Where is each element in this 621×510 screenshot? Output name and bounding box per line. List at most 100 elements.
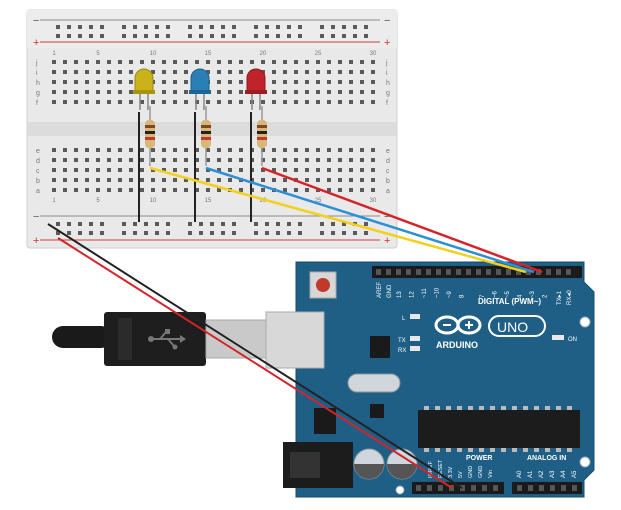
column-number: 5: [96, 198, 100, 204]
rail-hole: [232, 25, 236, 29]
led-yellow[interactable]: [133, 68, 155, 110]
resistor-2[interactable]: [201, 106, 211, 166]
terminal-hole: [239, 70, 243, 74]
terminal-hole: [261, 168, 265, 172]
rail-hole: [56, 25, 60, 29]
row-letter: j: [385, 60, 388, 67]
wire-red-power[interactable]: [57, 237, 453, 489]
terminal-hole: [195, 158, 199, 162]
rail-hole: [122, 222, 126, 226]
column-number: 10: [150, 51, 157, 57]
terminal-hole: [151, 60, 155, 64]
rail-hole: [89, 34, 93, 38]
rail-hole: [188, 34, 192, 38]
terminal-hole: [217, 148, 221, 152]
terminal-hole: [129, 148, 133, 152]
rail-hole: [287, 25, 291, 29]
terminal-hole: [371, 100, 375, 104]
wire-yellow[interactable]: [149, 166, 527, 274]
terminal-hole: [316, 168, 320, 172]
terminal-hole: [118, 80, 122, 84]
wire-black-ground[interactable]: [47, 223, 463, 489]
gnd-label: GND: [387, 284, 393, 298]
digital-pin-label: 12: [410, 291, 416, 298]
terminal-hole: [305, 158, 309, 162]
terminal-hole: [118, 100, 122, 104]
terminal-hole: [239, 80, 243, 84]
terminal-hole: [228, 70, 232, 74]
terminal-hole: [140, 158, 144, 162]
bottom-rail-minus-label: −: [33, 211, 39, 223]
terminal-hole: [107, 188, 111, 192]
rail-hole: [155, 25, 159, 29]
terminal-hole: [151, 100, 155, 104]
rail-hole: [265, 231, 269, 235]
column-number: 1: [52, 198, 56, 204]
terminal-hole: [327, 188, 331, 192]
bottom-rail-plus-label-right: +: [384, 235, 390, 247]
terminal-hole: [63, 80, 67, 84]
rx-led: [410, 346, 420, 351]
terminal-hole: [261, 158, 265, 162]
terminal-hole: [305, 80, 309, 84]
analog-pin-label: A0: [517, 470, 523, 478]
analog-pin-label: A1: [528, 470, 534, 478]
wire-red-signal[interactable]: [261, 166, 543, 274]
header-hole: [539, 485, 544, 491]
column-number: 30: [370, 51, 377, 57]
terminal-hole: [305, 148, 309, 152]
terminal-hole: [228, 100, 232, 104]
terminal-hole: [250, 60, 254, 64]
rail-hole: [67, 34, 71, 38]
terminal-hole: [52, 60, 56, 64]
digital-pin-label: 13: [397, 291, 403, 298]
row-letter: i: [386, 70, 388, 77]
terminal-hole: [239, 158, 243, 162]
atmega-microcontroller: [418, 406, 580, 452]
terminal-hole: [283, 60, 287, 64]
header-hole: [486, 269, 491, 275]
rail-hole: [199, 222, 203, 226]
terminal-hole: [173, 70, 177, 74]
header-hole: [493, 485, 498, 491]
wire-blue[interactable]: [205, 166, 535, 274]
rail-hole: [155, 222, 159, 226]
usb-cable[interactable]: [52, 312, 269, 366]
resistor-1[interactable]: [145, 106, 155, 166]
rail-hole: [67, 231, 71, 235]
reset-button[interactable]: [309, 271, 337, 299]
terminal-hole: [118, 148, 122, 152]
digital-pin-label: ~9: [447, 290, 453, 298]
resistor-3[interactable]: [257, 106, 267, 166]
tx1-pin-label: TX▸1: [557, 290, 563, 305]
terminal-hole: [349, 158, 353, 162]
terminal-hole: [327, 178, 331, 182]
jumper-wires-gnd[interactable]: [138, 112, 252, 222]
terminal-hole: [173, 80, 177, 84]
power-pin-label: Vin: [488, 470, 494, 478]
terminal-hole: [129, 90, 133, 94]
led-red[interactable]: [245, 68, 267, 110]
terminal-hole: [107, 80, 111, 84]
terminal-hole: [294, 100, 298, 104]
power-header[interactable]: [412, 482, 504, 494]
rail-minus-label-right: −: [384, 15, 390, 27]
terminal-hole: [349, 178, 353, 182]
rail-plus-label: +: [33, 37, 39, 49]
terminal-hole: [118, 168, 122, 172]
analog-header[interactable]: [512, 482, 582, 494]
rail-hole: [287, 231, 291, 235]
terminal-hole: [228, 148, 232, 152]
terminal-hole: [228, 90, 232, 94]
bottom-rail-plus-label: +: [33, 235, 39, 247]
on-led: [552, 335, 564, 340]
terminal-hole: [162, 90, 166, 94]
column-number: 15: [205, 51, 212, 57]
rail-hole: [331, 222, 335, 226]
led-blue[interactable]: [189, 68, 211, 110]
terminal-hole: [206, 188, 210, 192]
terminal-hole: [239, 90, 243, 94]
